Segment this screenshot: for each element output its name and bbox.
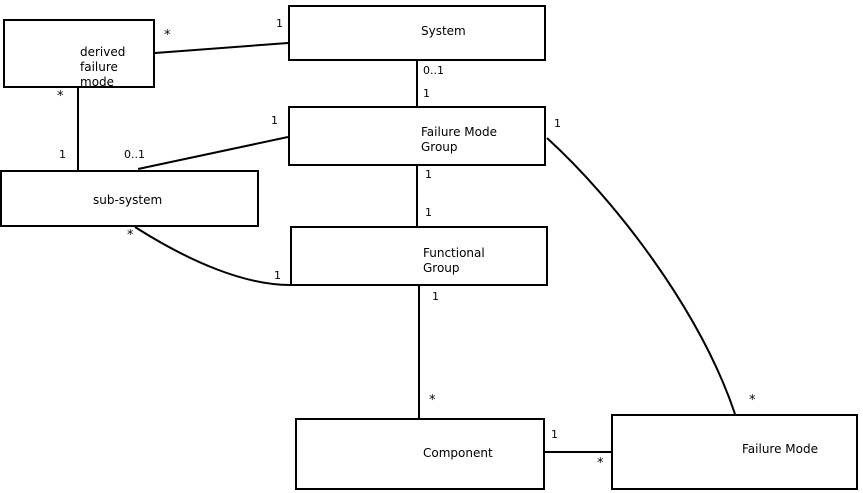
association-lines [77, 42, 736, 453]
multiplicity-m-dfm-subsys-src: * [57, 89, 64, 104]
class-box-derived-failure-mode[interactable]: derived failure mode [3, 19, 155, 89]
association-derived-failure-mode--system[interactable] [154, 42, 289, 54]
multiplicity-m-fg-comp-tgt: * [429, 393, 436, 408]
multiplicity-m-fmg-fm-src: 1 [554, 117, 561, 130]
multiplicity-m-fmg-fg-src: 1 [425, 168, 432, 181]
multiplicity-m-sys-fmg-tgt: 1 [423, 87, 430, 100]
class-box-functional-group[interactable]: Functional Group [290, 226, 548, 286]
multiplicity-m-subsys-fmg-src: 0..1 [124, 148, 145, 161]
multiplicity-m-fmg-fm-tgt: * [749, 393, 756, 408]
class-box-failure-mode[interactable]: Failure Mode [611, 414, 858, 490]
class-box-system[interactable]: System [288, 5, 546, 61]
multiplicity-m-fg-comp-src: 1 [432, 290, 439, 303]
class-name-failure-mode: Failure Mode [742, 442, 818, 456]
class-name-sub-system: sub-system [93, 193, 163, 207]
association-failure-mode-group--failure-mode[interactable] [546, 137, 736, 415]
multiplicity-m-dfm-subsys-tgt: 1 [59, 148, 66, 161]
multiplicity-m-sys-fmg-src: 0..1 [423, 64, 444, 77]
association-sub-system--functional-group[interactable] [134, 226, 291, 286]
class-name-system: System [421, 24, 466, 38]
class-name-derived-failure-mode: derived failure mode [80, 45, 126, 89]
class-box-component[interactable]: Component [295, 418, 545, 490]
multiplicity-m-fmg-fg-tgt: 1 [425, 206, 432, 219]
class-box-sub-system[interactable]: sub-system [0, 170, 259, 227]
multiplicity-m-comp-fm-src: 1 [551, 428, 558, 441]
multiplicity-m-dfm-system-src: * [164, 28, 171, 43]
association-sub-system--failure-mode-group[interactable] [137, 136, 289, 170]
class-box-failure-mode-group[interactable]: Failure Mode Group [288, 106, 546, 166]
multiplicity-m-comp-fm-tgt: * [597, 456, 604, 471]
class-name-component: Component [423, 446, 493, 460]
multiplicity-m-subsys-fg-tgt: 1 [274, 269, 281, 282]
multiplicity-m-subsys-fmg-tgt: 1 [271, 114, 278, 127]
multiplicity-m-dfm-system-tgt: 1 [276, 17, 283, 30]
class-name-functional-group: Functional Group [423, 246, 485, 275]
class-name-failure-mode-group: Failure Mode Group [421, 125, 497, 154]
multiplicity-m-subsys-fg-src: * [127, 228, 134, 243]
